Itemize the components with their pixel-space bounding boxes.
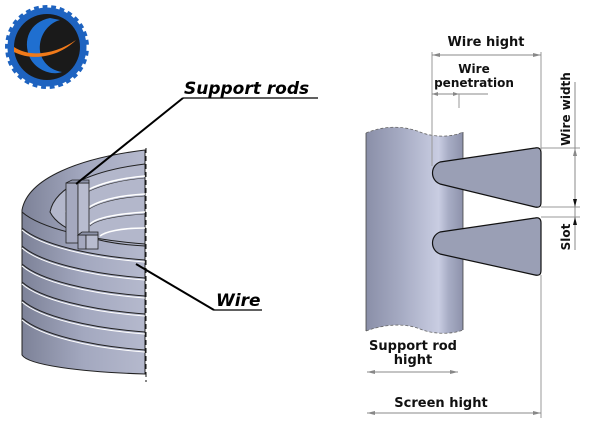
slot-label: Slot xyxy=(559,223,573,250)
support-rod xyxy=(76,231,99,250)
support-rods-label: Support rods xyxy=(184,79,309,99)
wire-leader xyxy=(135,263,215,311)
wire-width-label: Wire width xyxy=(559,72,573,146)
dimension-lines xyxy=(367,52,580,418)
wire-height-label: Wire hight xyxy=(447,35,524,50)
wire-profile xyxy=(431,147,542,208)
wire-section-view xyxy=(365,126,542,334)
wire-penetration-label-2: penetration xyxy=(434,76,514,90)
wire-profile xyxy=(431,217,542,276)
wire-label: Wire xyxy=(216,291,261,311)
support-rod xyxy=(65,179,90,244)
support-rods-leader xyxy=(75,97,184,185)
company-logo xyxy=(2,2,92,92)
screen-height-label: Screen hight xyxy=(394,396,487,411)
wire-penetration-label-1: Wire xyxy=(458,62,489,76)
support-rod-height-label-2: hight xyxy=(394,353,433,368)
support-rod-height-label-1: Support rod xyxy=(369,339,457,354)
wire-screen-3d-view xyxy=(21,149,146,375)
